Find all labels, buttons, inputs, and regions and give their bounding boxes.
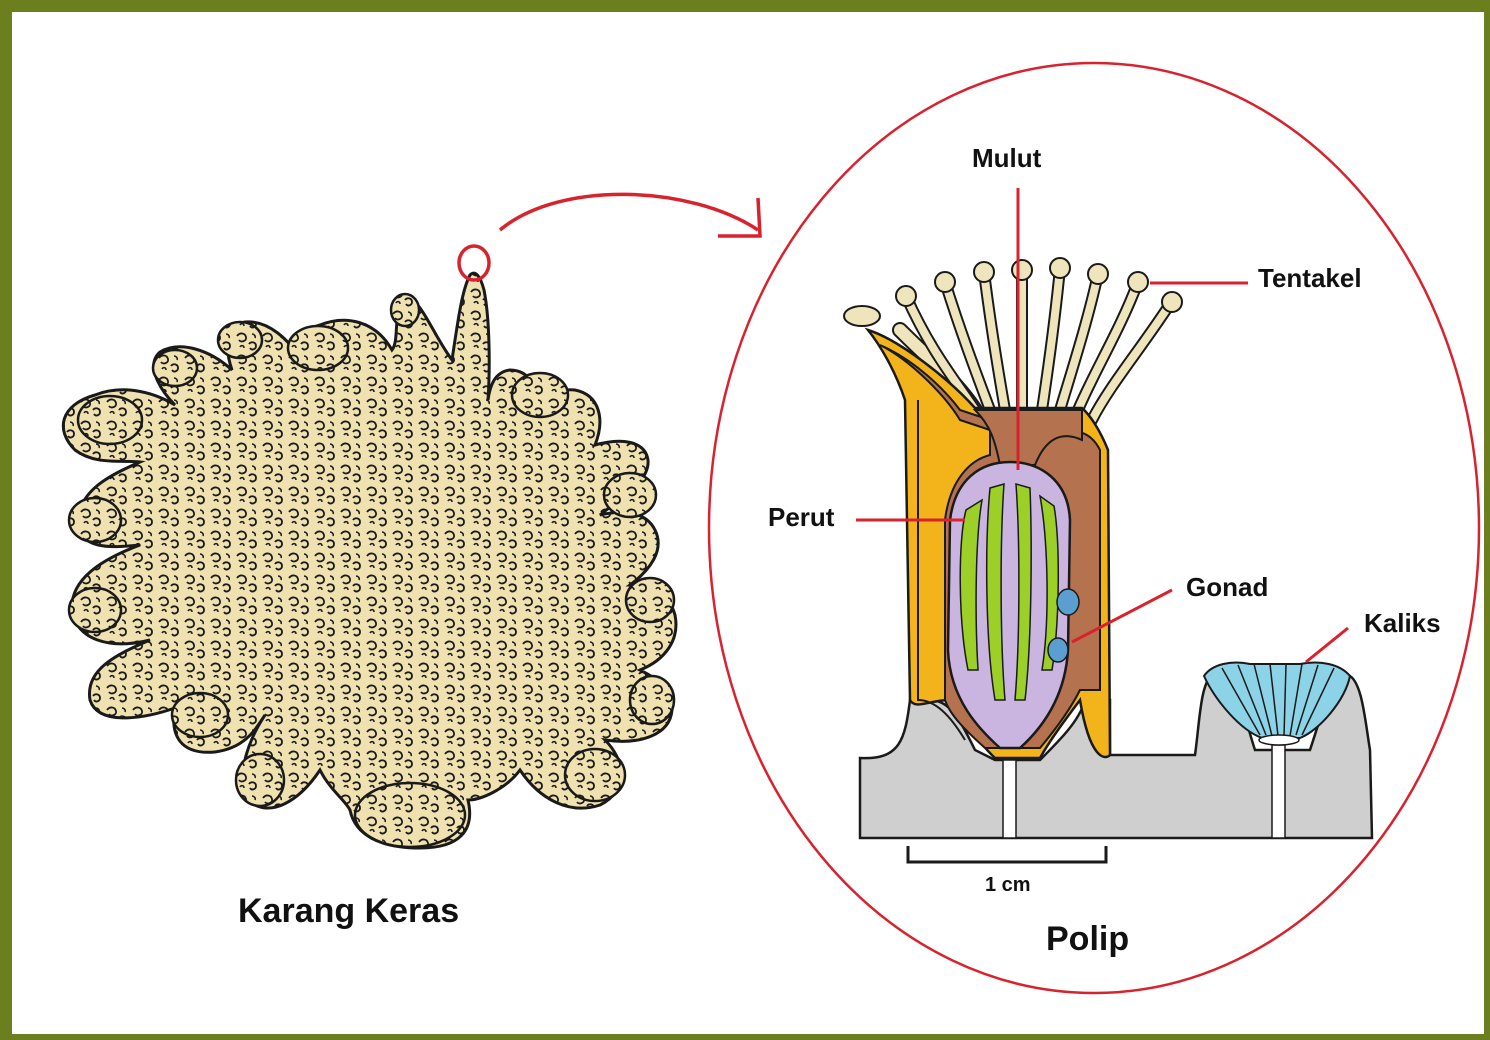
label-mulut: Mulut xyxy=(972,143,1041,174)
scale-bar xyxy=(908,846,1106,862)
tentacles xyxy=(844,258,1182,420)
label-scale: 1 cm xyxy=(985,874,1031,897)
pointer-arrowhead xyxy=(718,198,760,236)
label-perut: Perut xyxy=(768,502,834,533)
label-gonad: Gonad xyxy=(1186,572,1268,603)
coral-colony xyxy=(63,273,676,848)
label-kaliks: Kaliks xyxy=(1364,608,1441,639)
label-karang-keras: Karang Keras xyxy=(238,892,459,931)
label-polip: Polip xyxy=(1046,920,1129,959)
gonad-blob xyxy=(1048,638,1068,662)
leader-kaliks xyxy=(1306,628,1348,662)
label-tentakel: Tentakel xyxy=(1258,263,1362,294)
gonad-blob xyxy=(1057,589,1079,615)
pointer-arrow xyxy=(500,194,758,230)
